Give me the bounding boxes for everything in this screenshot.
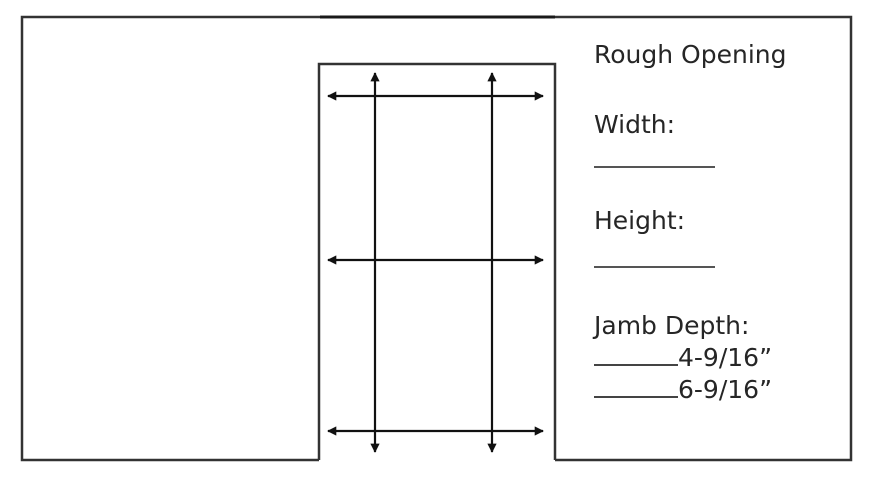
jamb-option-1: 4-9/16” [594, 342, 772, 374]
jamb-option-1-blank[interactable] [594, 364, 678, 366]
jamb-option-2-blank[interactable] [594, 396, 678, 398]
width-arrows [327, 91, 544, 436]
jamb-option-2-value: 6-9/16” [678, 375, 773, 404]
height-label: Height: [594, 206, 686, 235]
width-input-line[interactable] [594, 166, 715, 168]
jamb-option-1-value: 4-9/16” [678, 343, 773, 372]
height-arrows [370, 72, 497, 453]
width-label: Width: [594, 110, 676, 139]
height-input-line[interactable] [594, 266, 715, 268]
jamb-option-2: 6-9/16” [594, 374, 772, 406]
jamb-depth-label: Jamb Depth: [594, 311, 750, 340]
door-opening [317, 62, 557, 460]
diagram-title: Rough Opening [594, 40, 787, 69]
